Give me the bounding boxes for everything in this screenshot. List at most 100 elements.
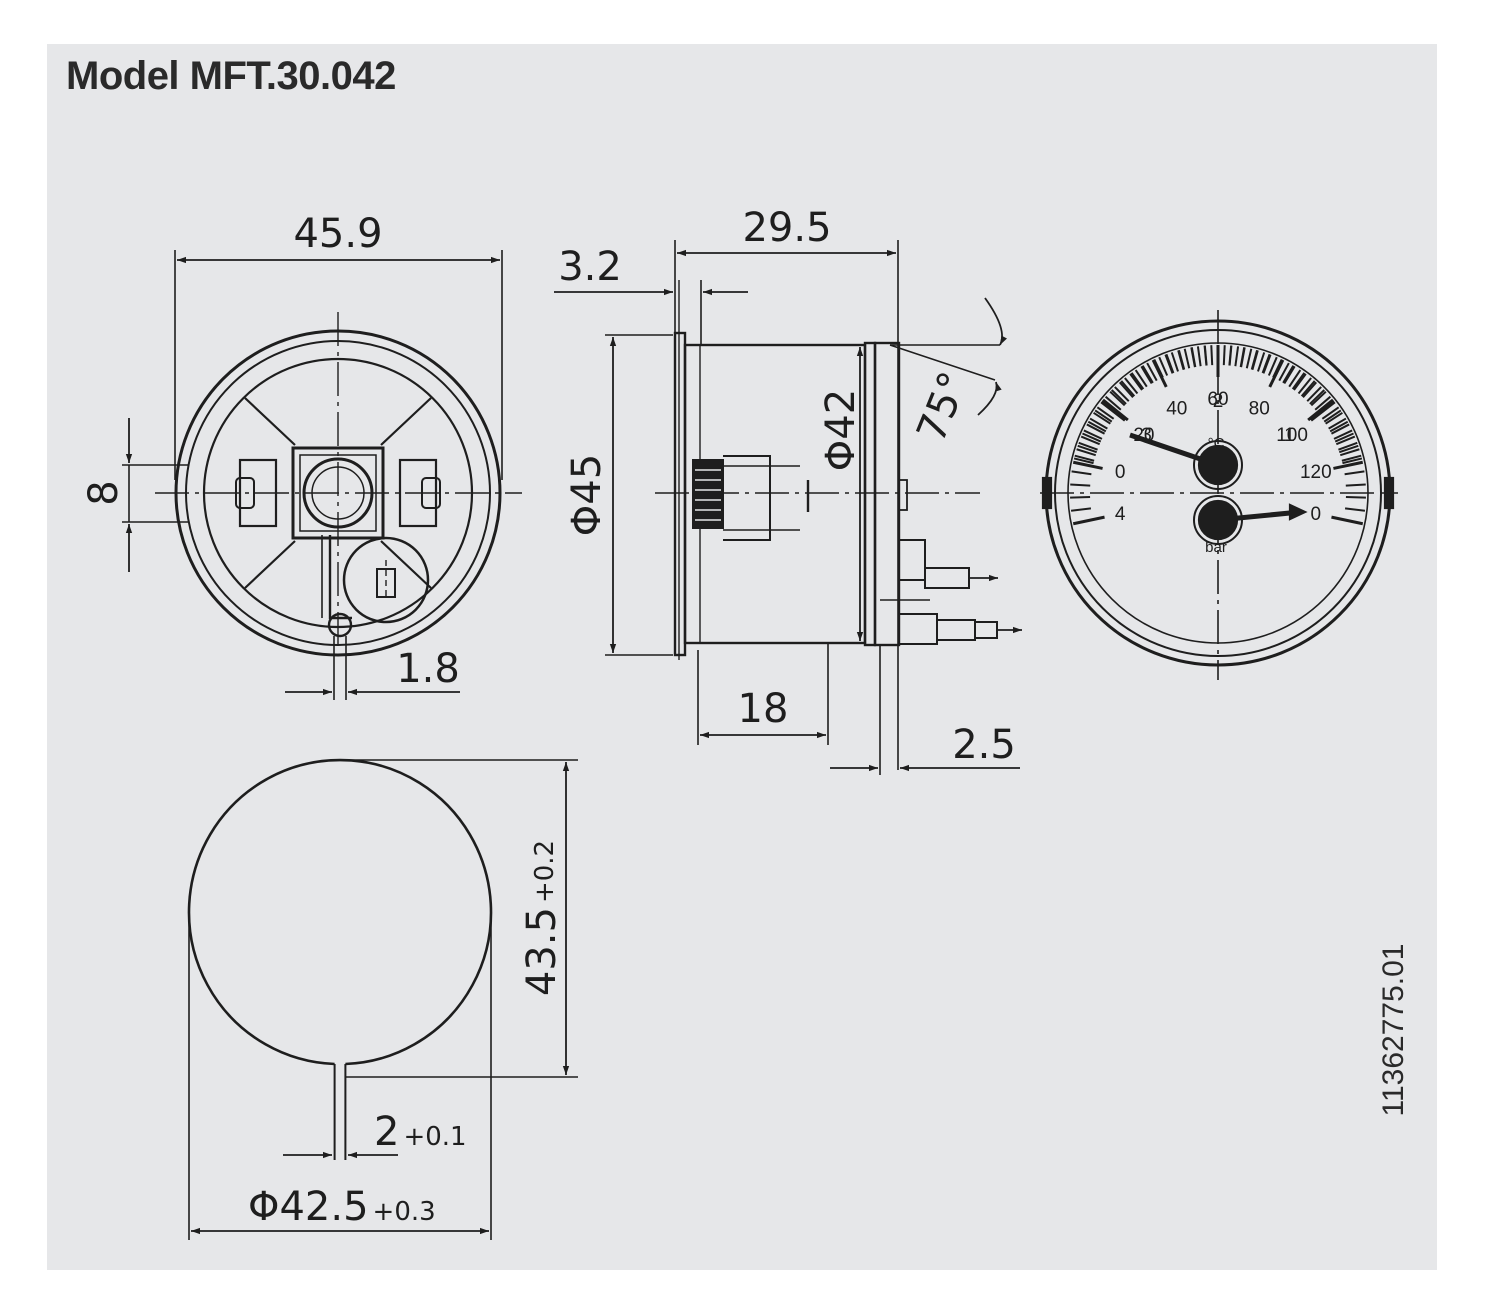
scale-tick	[1078, 441, 1098, 451]
scale-tick	[1282, 365, 1295, 384]
scale-tick	[1076, 448, 1097, 457]
scale-label: 0	[1311, 504, 1322, 525]
scale-label: 20	[1133, 425, 1154, 446]
dim-depth: 29.5	[742, 205, 831, 251]
scale-tick	[1096, 406, 1115, 420]
scale-tick	[1087, 420, 1107, 433]
scale-tick	[1072, 515, 1105, 526]
scale-tick	[1309, 389, 1325, 405]
dim-cutout-height: 43.5+0.2	[519, 840, 565, 996]
scale-tick	[1307, 398, 1334, 422]
scale-tick	[1203, 345, 1208, 366]
dim-width: 45.9	[293, 211, 382, 257]
scale-label: 0	[1115, 462, 1126, 483]
scale-tick	[1093, 411, 1111, 425]
front-view	[122, 250, 522, 700]
scale-tick	[1104, 395, 1122, 411]
scale-tick	[1333, 429, 1353, 440]
cutout-view	[187, 758, 578, 1240]
scale-tick	[1072, 460, 1103, 470]
scale-tick	[1339, 448, 1360, 457]
scale-tick	[1344, 507, 1366, 512]
scale-tick	[1073, 457, 1094, 465]
scale-tick	[1146, 362, 1158, 382]
scale-tick	[1134, 369, 1148, 388]
scale-tick	[1342, 457, 1363, 465]
scale-tick	[1328, 417, 1347, 430]
temperature-unit: °C	[1208, 435, 1225, 452]
scale-tick	[1329, 420, 1349, 433]
scale-tick	[1070, 483, 1091, 487]
dim-angle: 75°	[908, 366, 977, 449]
dim-cutout-slot: 2+0.1	[374, 1109, 467, 1155]
scale-tick	[1109, 390, 1126, 407]
scale-label: 100	[1276, 425, 1308, 446]
scale-tick	[1140, 365, 1153, 385]
scale-tick	[1082, 432, 1102, 443]
pressure-scale-ticks	[1070, 345, 1366, 526]
scale-tick	[1302, 381, 1318, 398]
scale-label: 3	[1141, 425, 1152, 446]
scale-tick	[1114, 386, 1130, 402]
scale-tick	[1291, 372, 1306, 390]
scale-tick	[1283, 365, 1296, 385]
scale-tick	[1288, 369, 1302, 388]
scale-tick	[1261, 353, 1271, 374]
scale-tick	[1239, 347, 1246, 368]
dim-case-diameter: Φ42	[818, 389, 864, 471]
scale-tick	[1083, 429, 1103, 440]
scale-tick	[1074, 454, 1095, 462]
scale-tick	[1250, 349, 1259, 370]
scale-tick	[1094, 409, 1113, 423]
scale-tick	[1300, 380, 1316, 397]
scale-tick	[1071, 470, 1092, 476]
scale-tick	[1331, 515, 1364, 526]
scale-tick	[1268, 359, 1285, 388]
side-view	[554, 240, 1022, 775]
scale-tick	[1335, 435, 1356, 446]
scale-tick	[1325, 411, 1343, 425]
scale-tick	[1080, 435, 1101, 446]
drawing-panel	[47, 44, 1437, 1270]
reference-number: 11362775.01	[1377, 944, 1410, 1117]
scale-tick	[1129, 373, 1143, 391]
scale-tick	[1245, 348, 1253, 369]
scale-label: 40	[1166, 399, 1187, 420]
scale-tick	[1310, 390, 1327, 407]
dim-flange-thickness: 3.2	[558, 244, 622, 290]
scale-tick	[1070, 496, 1091, 499]
scale-tick	[1183, 348, 1191, 369]
dial-view	[1040, 310, 1398, 680]
scale-label: 120	[1300, 462, 1332, 483]
scale-tick	[1272, 358, 1283, 378]
scale-tick	[1222, 345, 1226, 366]
scale-tick	[1234, 346, 1240, 367]
scale-tick	[1228, 345, 1233, 366]
scale-label: 2	[1213, 391, 1224, 412]
scale-tick	[1102, 398, 1129, 422]
scale-tick	[1141, 365, 1154, 384]
scale-tick	[1293, 373, 1307, 391]
scale-tick	[1130, 372, 1145, 390]
scale-tick	[1086, 423, 1106, 435]
dim-rear-depth: 18	[738, 686, 789, 732]
scale-tick	[1267, 356, 1278, 376]
scale-tick	[1070, 507, 1092, 512]
scale-tick	[1153, 358, 1164, 378]
dim-pin-width: 1.8	[396, 646, 460, 692]
scale-label: 60	[1207, 389, 1228, 410]
scale-tick	[1344, 470, 1365, 476]
scale-tick	[1077, 444, 1098, 454]
scale-tick	[1158, 356, 1169, 376]
scale-tick	[1314, 395, 1332, 411]
scale-tick	[1120, 380, 1136, 397]
scale-tick	[1297, 377, 1312, 395]
scale-tick	[1310, 400, 1336, 422]
scale-tick	[1111, 389, 1127, 405]
scale-tick	[1334, 432, 1354, 443]
scale-tick	[1306, 386, 1322, 402]
dim-cutout-diameter: Φ42.5+0.3	[248, 1184, 436, 1230]
